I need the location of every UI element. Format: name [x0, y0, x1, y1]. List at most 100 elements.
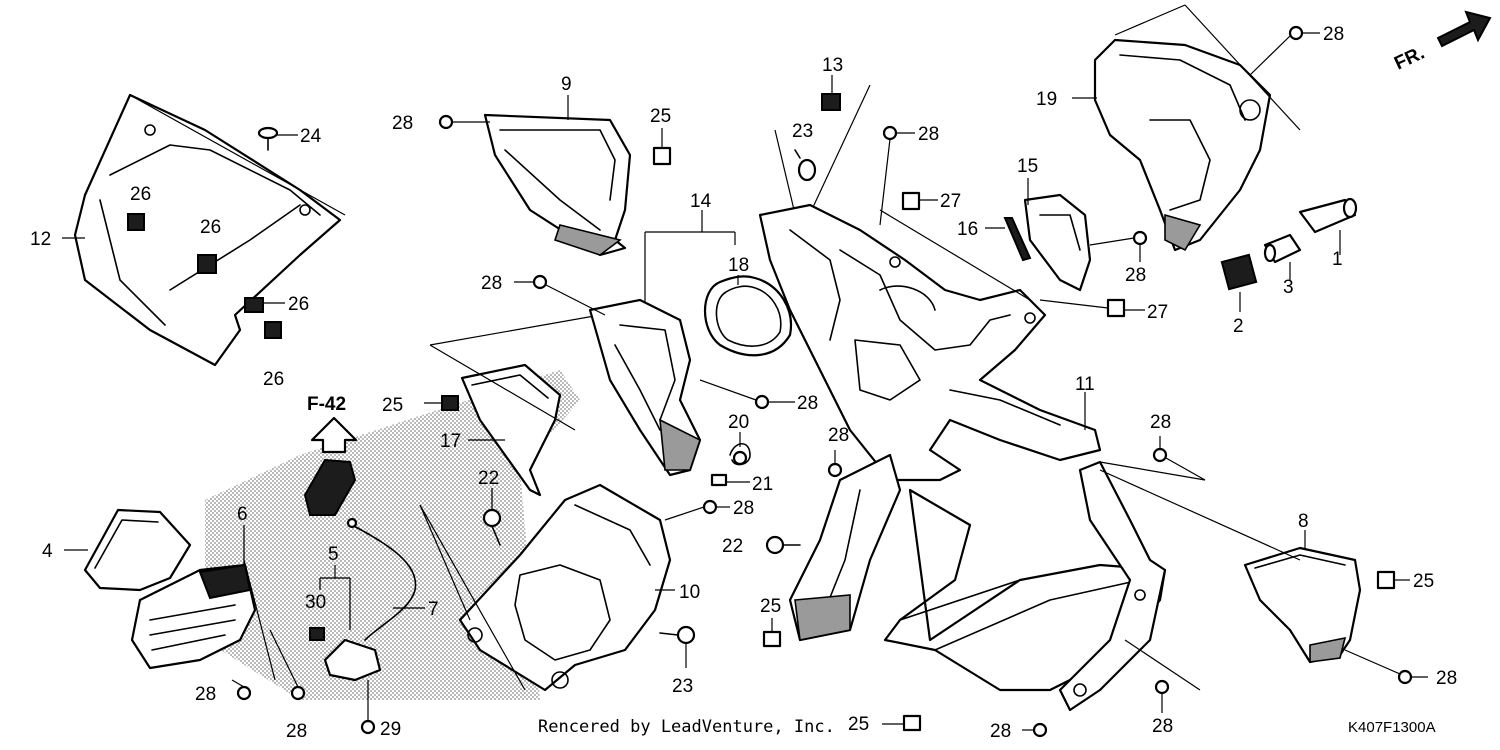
- part-25-nut-9[interactable]: [652, 146, 672, 166]
- label-3: 3: [1283, 277, 1294, 298]
- part-1-socket-cap[interactable]: [1298, 197, 1358, 234]
- part-10-lower-panel[interactable]: [458, 483, 672, 692]
- label-28k: 28: [1152, 716, 1173, 737]
- label-10: 10: [679, 582, 700, 603]
- part-3-socket[interactable]: [1263, 233, 1302, 264]
- front-direction-arrow: [1436, 10, 1492, 48]
- part-19-housing[interactable]: [1093, 38, 1272, 252]
- part-16-rod[interactable]: [1003, 217, 1032, 262]
- part-11-right-strip[interactable]: [1058, 460, 1167, 712]
- part-29-holder[interactable]: [323, 638, 382, 682]
- label-28g: 28: [828, 425, 849, 446]
- label-22a: 22: [478, 468, 499, 489]
- label-26d: 26: [263, 369, 284, 390]
- part-9-inner-bracket[interactable]: [483, 113, 632, 257]
- label-28e: 28: [1125, 265, 1146, 286]
- part-22-screw-11[interactable]: [765, 535, 801, 555]
- label-25d: 25: [1413, 571, 1434, 592]
- part-25-nut-f42[interactable]: [441, 395, 459, 411]
- part-26-clip-d[interactable]: [264, 321, 282, 339]
- part-27-nut-a[interactable]: [901, 191, 921, 211]
- label-21: 21: [752, 474, 773, 495]
- front-label: FR.: [1391, 43, 1428, 75]
- part-28-screw-19[interactable]: [1288, 25, 1304, 41]
- label-23b: 23: [672, 676, 693, 697]
- label-23a: 23: [792, 121, 813, 142]
- part-8-side-bracket[interactable]: [1243, 546, 1362, 664]
- part-26-clip-a[interactable]: [127, 213, 145, 231]
- part-28-screw-8[interactable]: [1397, 669, 1413, 685]
- part-2-socket-base[interactable]: [1220, 253, 1258, 291]
- part-30-clip[interactable]: [309, 627, 325, 641]
- part-24-screw[interactable]: [257, 126, 279, 151]
- part-28-screw-15[interactable]: [1132, 230, 1148, 246]
- part-26-clip-b[interactable]: [197, 254, 217, 274]
- label-1: 1: [1332, 249, 1343, 270]
- part-13-nut[interactable]: [821, 93, 841, 111]
- label-14: 14: [690, 191, 712, 212]
- label-28c: 28: [918, 124, 939, 145]
- label-28i: 28: [733, 498, 754, 519]
- ref-arrow-f42[interactable]: [310, 416, 358, 454]
- label-19: 19: [1036, 89, 1057, 110]
- part-5-switch[interactable]: [303, 458, 357, 516]
- label-22b: 22: [722, 536, 743, 557]
- label-25c: 25: [760, 596, 781, 617]
- label-8: 8: [1298, 511, 1309, 532]
- label-12: 12: [30, 229, 51, 250]
- part-22-screw-10[interactable]: [482, 508, 502, 546]
- label-26c: 26: [288, 294, 309, 315]
- part-25-nut-11[interactable]: [762, 630, 782, 648]
- part-28-screw-6b[interactable]: [290, 685, 306, 701]
- part-14-inner-cover[interactable]: [588, 298, 702, 477]
- label-9: 9: [561, 74, 572, 95]
- part-28-screw-11a[interactable]: [882, 125, 898, 141]
- part-20-spring[interactable]: [729, 442, 751, 466]
- part-28-screw-11c[interactable]: [1152, 447, 1168, 463]
- label-26b: 26: [200, 217, 221, 238]
- part-26-clip-c[interactable]: [244, 297, 264, 313]
- part-28-screw-11d[interactable]: [1154, 679, 1170, 695]
- part-7-cable[interactable]: [346, 517, 417, 641]
- label-6: 6: [237, 504, 248, 525]
- label-28d: 28: [1323, 24, 1344, 45]
- part-28-screw-11e[interactable]: [1032, 722, 1048, 738]
- part-25-nut-8[interactable]: [1376, 570, 1396, 590]
- part-28-screw-6a[interactable]: [236, 685, 252, 701]
- part-25-nut-11b[interactable]: [902, 714, 922, 732]
- label-2: 2: [1233, 316, 1244, 337]
- label-28a: 28: [392, 113, 413, 134]
- part-21-clip[interactable]: [710, 473, 728, 487]
- part-28-screw-9[interactable]: [438, 114, 454, 130]
- part-front-lower-cover[interactable]: [883, 488, 1167, 692]
- part-28-screw-14b[interactable]: [754, 394, 770, 410]
- label-13: 13: [822, 55, 843, 76]
- part-11-lower-legs[interactable]: [788, 453, 902, 642]
- part-4-lid[interactable]: [83, 508, 192, 592]
- part-15-bracket[interactable]: [1023, 193, 1092, 292]
- label-4: 4: [42, 541, 53, 562]
- label-24: 24: [300, 126, 322, 147]
- part-28-screw-14[interactable]: [532, 274, 548, 290]
- part-28-screw-11b[interactable]: [827, 462, 843, 478]
- label-17: 17: [440, 431, 461, 452]
- part-6-box[interactable]: [130, 563, 257, 670]
- label-29: 29: [380, 719, 401, 740]
- label-28f: 28: [797, 393, 818, 414]
- credit-text: Rencered by LeadVenture, Inc.: [538, 717, 835, 737]
- part-28-screw-10[interactable]: [702, 499, 718, 515]
- label-20: 20: [728, 412, 749, 433]
- part-27-nut-b[interactable]: [1106, 298, 1126, 318]
- part-18-gasket[interactable]: [703, 275, 793, 357]
- label-28n: 28: [286, 721, 307, 742]
- label-28h: 28: [1150, 412, 1171, 433]
- part-23-screw-10[interactable]: [659, 625, 696, 645]
- label-28m: 28: [195, 684, 216, 705]
- part-23-screw-top[interactable]: [794, 149, 817, 182]
- part-17-pocket-panel[interactable]: [460, 363, 562, 497]
- label-25b: 25: [382, 395, 403, 416]
- part-29-screw[interactable]: [360, 719, 376, 735]
- part-11-main-inner-cover[interactable]: [758, 203, 1102, 482]
- label-30: 30: [305, 592, 326, 613]
